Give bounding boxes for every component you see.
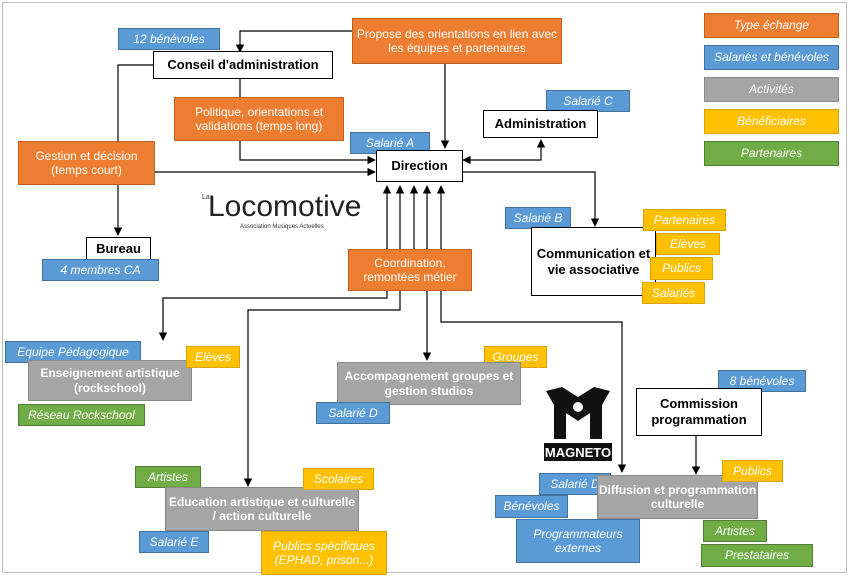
legend-partenaires: Partenaires [704, 141, 839, 166]
comm-eleves-tag: Elèves [656, 233, 720, 255]
magneto-wordmark: MAGNETO [545, 445, 611, 460]
logo-prefix: La [202, 194, 210, 201]
ens-eleves-tag: Elèves [186, 346, 240, 368]
commission-box: Commission programmation [636, 388, 762, 436]
diffusion-box: Diffusion et programmation culturelle [597, 475, 758, 519]
enseignement-box: Enseignement artistique (rockschool) [28, 360, 192, 401]
salarie-e-tag: Salarié E [139, 531, 209, 553]
publics-specifiques-tag: Publics spécifiques (EPHAD, prison...) [261, 531, 387, 575]
logo-subtitle: Association Musiques Actuelles [240, 224, 324, 230]
salarie-c-tag: Salarié C [546, 90, 630, 112]
accompagnement-box: Accompagnement groupes et gestion studio… [337, 362, 521, 405]
salarie-d2-tag: Salarié D [539, 473, 611, 495]
comm-publics-tag: Publics [650, 257, 713, 280]
equipe-pedagogique-tag: Equipe Pédagogique [5, 341, 141, 363]
comm-salaries-tag: Salariés [642, 282, 705, 304]
benevoles-tag: Bénévoles [495, 495, 568, 518]
salarie-b-tag: Salarié B [505, 207, 571, 229]
comm-partenaires-tag: Partenaires [643, 209, 726, 231]
diff-artistes-tag: Artistes [703, 520, 767, 542]
conseil-benevoles-tag: 12 bénévoles [118, 28, 220, 50]
artistes-edu-tag: Artistes [135, 466, 201, 488]
legend-activites: Activités [704, 77, 839, 102]
coordination-box: Coordination, remontées métier [348, 249, 472, 291]
conseil-administration-box: Conseil d'administration [153, 51, 333, 79]
administration-box: Administration [483, 110, 598, 138]
scolaires-tag: Scolaires [303, 468, 374, 490]
legend-beneficiaires: Bénéficiaires [704, 109, 839, 134]
bureau-box: Bureau [86, 237, 151, 261]
arrow-direction-diffusion [440, 283, 627, 473]
gestion-decision-box: Gestion et décision (temps court) [18, 141, 155, 185]
arrow-direction-education [243, 283, 401, 487]
bureau-membres-tag: 4 membres CA [42, 259, 159, 281]
arrow-direction-administration [462, 139, 546, 165]
commission-benevoles-tag: 8 bénévoles [718, 370, 806, 392]
education-box: Education artistique et culturelle / act… [165, 487, 359, 531]
legend-type-echange: Type échange [704, 13, 839, 38]
arrow-direction-communication [463, 171, 600, 227]
programmateurs-tag: Programmateurs externes [516, 519, 640, 563]
communication-box: Communication et vie associative [531, 227, 656, 296]
legend-salaries-benevoles: Salariés et bénévoles [704, 45, 839, 70]
salarie-a-tag: Salarié A [350, 132, 430, 154]
direction-box: Direction [376, 150, 463, 182]
arrow-direction-enseignement [158, 283, 388, 341]
prestataires-tag: Prestataires [701, 544, 813, 567]
propose-orientations-box: Propose des orientations en lien avec le… [352, 18, 562, 64]
logo-wordmark: Locomotive [208, 190, 362, 223]
arrow-propose-conseil [235, 30, 352, 53]
diff-publics-tag: Publics [722, 460, 783, 482]
magneto-emblem-icon: MAGNETO [540, 385, 616, 467]
locomotive-logo: La Locomotive Association Musiques Actue… [200, 190, 365, 240]
reseau-rockschool-tag: Réseau Rockschool [18, 404, 145, 426]
salarie-d1-tag: Salarié D [316, 402, 390, 424]
politique-orientations-box: Politique, orientations et validations (… [174, 97, 344, 141]
magneto-logo: MAGNETO [540, 385, 616, 467]
